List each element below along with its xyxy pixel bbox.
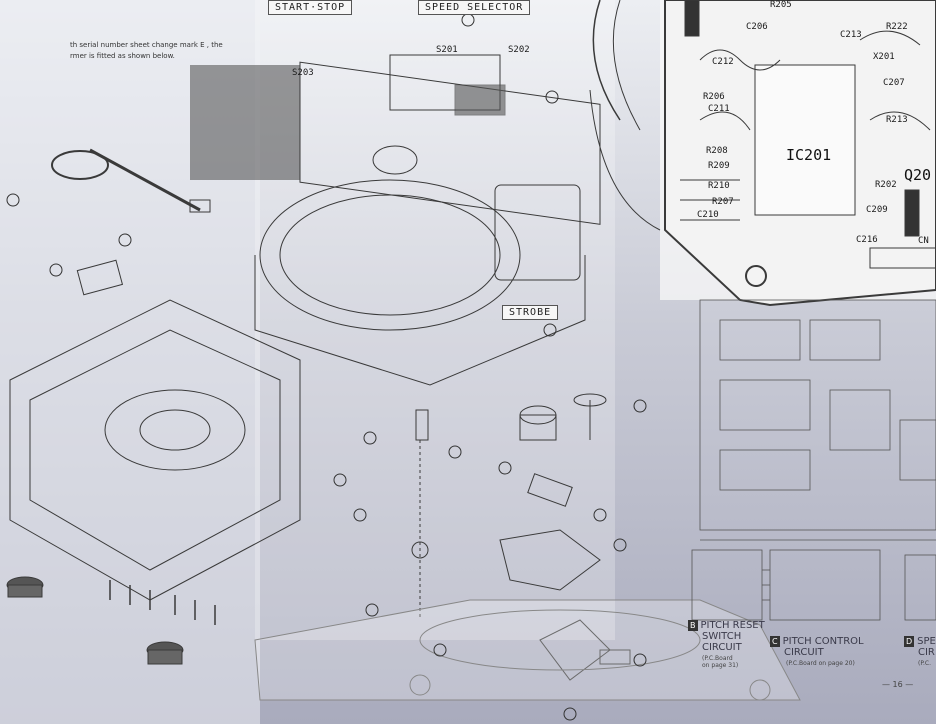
circuit-d-line1: SPE	[917, 636, 936, 647]
start-stop-label: START·STOP	[268, 0, 353, 15]
pcb-r205: R205	[770, 0, 792, 10]
pcb-r202: R202	[875, 180, 897, 190]
circuit-b-line2: SWITCH	[702, 631, 742, 642]
circuit-b-badge: B	[688, 620, 698, 631]
circuit-d-badge: D	[904, 636, 915, 647]
ic201-label: IC201	[786, 146, 832, 164]
circuit-d-note: (P.C.	[918, 660, 932, 667]
exploded-view-center-panel	[255, 0, 615, 640]
pcb-r207: R207	[712, 197, 734, 207]
pcb-c213: C213	[840, 30, 862, 40]
pcb-r222: R222	[886, 22, 908, 32]
switch-s202-label: S202	[508, 45, 530, 55]
scan-note-line2: rmer is fitted as shown below.	[70, 52, 175, 60]
pcb-c206: C206	[746, 22, 768, 32]
circuit-c-line2: CIRCUIT	[784, 647, 824, 658]
q20-label: Q20	[904, 166, 932, 184]
pcb-x201: X201	[873, 52, 895, 62]
circuit-c-badge: C	[770, 636, 780, 647]
pcb-cn: CN	[918, 236, 929, 246]
circuit-b-line3: CIRCUIT	[702, 642, 742, 653]
scan-note-line1: th serial number sheet change mark E , t…	[70, 41, 223, 49]
pcb-r213: R213	[886, 115, 908, 125]
pcb-c216: C216	[856, 235, 878, 245]
circuit-c-line1: PITCH CONTROL	[782, 636, 864, 647]
circuit-b-note: (P.C.Board	[702, 655, 733, 662]
pcb-r210: R210	[708, 181, 730, 191]
pcb-r209: R209	[708, 161, 730, 171]
page-number: — 16 —	[882, 680, 914, 689]
pcb-c207: C207	[883, 78, 905, 88]
switch-s203-label: S203	[292, 68, 314, 78]
scan-note: th serial number sheet change mark E , t…	[70, 40, 270, 62]
speed-selector-label: SPEED SELECTOR	[418, 0, 531, 15]
pcb-c209: C209	[866, 205, 888, 215]
pcb-c212: C212	[712, 57, 734, 67]
circuit-c-note: (P.C.Board on page 20)	[786, 660, 855, 667]
strobe-label: STROBE	[502, 305, 559, 320]
pcb-c210: C210	[697, 210, 719, 220]
circuit-b-line1: PITCH RESET	[700, 620, 765, 631]
pcb-r208: R208	[706, 146, 728, 156]
circuit-b-note2: on page 31)	[702, 662, 739, 669]
circuit-d-line2: CIR	[918, 647, 935, 658]
pcb-c211: C211	[708, 104, 730, 114]
pcb-r206: R206	[703, 92, 725, 102]
switch-s201-label: S201	[436, 45, 458, 55]
